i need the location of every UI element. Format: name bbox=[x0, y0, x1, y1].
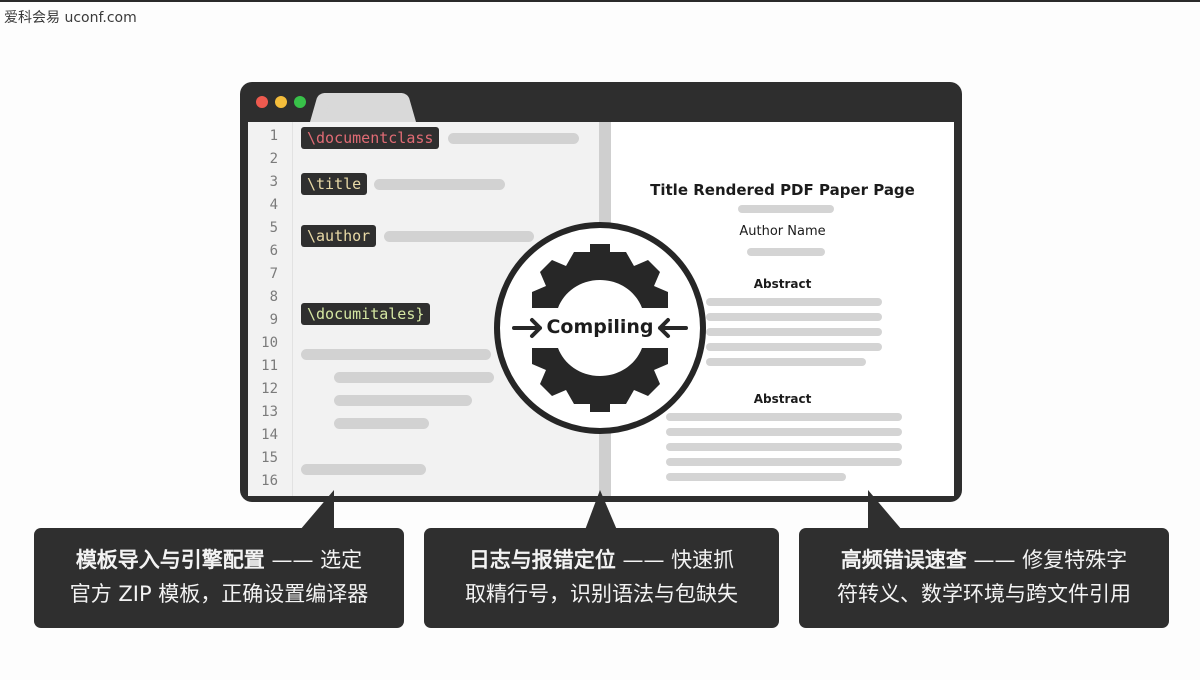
browser-tab[interactable] bbox=[322, 93, 404, 123]
placeholder-bar bbox=[384, 231, 534, 242]
placeholder-bar bbox=[747, 248, 825, 256]
callout-line-2: 符转义、数学环境与跨文件引用 bbox=[837, 582, 1131, 606]
callout-heading: 日志与报错定位 bbox=[468, 548, 616, 572]
placeholder-bar bbox=[666, 428, 902, 436]
pdf-abstract-heading: Abstract bbox=[753, 277, 812, 291]
line-number: 11 bbox=[261, 358, 278, 374]
line-number: 2 bbox=[269, 151, 278, 167]
callout-line-1: 日志与报错定位 —— 快速抓 bbox=[424, 543, 779, 577]
callout-line-2: 官方 ZIP 模板，正确设置编译器 bbox=[69, 582, 369, 606]
window-titlebar bbox=[240, 82, 962, 123]
placeholder-bar bbox=[738, 205, 834, 213]
placeholder-bar bbox=[706, 358, 866, 366]
line-number: 1 bbox=[269, 128, 278, 144]
placeholder-bar bbox=[334, 372, 494, 383]
code-documentclass: \documentclass bbox=[301, 127, 440, 149]
callout-heading: 模板导入与引擎配置 bbox=[75, 548, 265, 572]
maximize-window-dot[interactable] bbox=[294, 96, 306, 108]
compile-label-text: Compiling bbox=[544, 316, 656, 338]
line-number: 14 bbox=[261, 427, 278, 443]
code-author: \author bbox=[301, 225, 377, 247]
line-number: 9 bbox=[269, 312, 278, 328]
placeholder-bar bbox=[666, 443, 902, 451]
placeholder-bar bbox=[706, 328, 882, 336]
pdf-author: Author Name bbox=[739, 224, 826, 239]
placeholder-bar bbox=[374, 179, 505, 190]
placeholder-bar bbox=[334, 395, 472, 406]
placeholder-bar bbox=[666, 458, 902, 466]
placeholder-bar bbox=[706, 298, 882, 306]
compile-badge: Compiling bbox=[494, 222, 706, 434]
pdf-abstract-heading-2: Abstract bbox=[753, 392, 812, 406]
line-number: 7 bbox=[269, 266, 278, 282]
line-number: 12 bbox=[261, 381, 278, 397]
line-number: 15 bbox=[261, 450, 278, 466]
callout-line-1: 高频错误速查 —— 修复特殊字 bbox=[799, 543, 1169, 577]
code-title: \title bbox=[301, 173, 368, 195]
gutter-divider bbox=[292, 122, 293, 496]
line-number: 13 bbox=[261, 404, 278, 420]
placeholder-bar bbox=[706, 343, 882, 351]
top-rule bbox=[0, 0, 1200, 2]
line-number: 16 bbox=[261, 473, 278, 489]
watermark: 爱科会易 uconf.com bbox=[4, 10, 137, 26]
callout-common-errors: 高频错误速查 —— 修复特殊字 符转义、数学环境与跨文件引用 bbox=[799, 528, 1169, 628]
placeholder-bar bbox=[301, 464, 426, 475]
placeholder-bar bbox=[334, 418, 429, 429]
line-number: 8 bbox=[269, 289, 278, 305]
placeholder-bar bbox=[706, 313, 882, 321]
gear-icon bbox=[512, 244, 688, 412]
code-documitales: \documitales} bbox=[301, 303, 431, 325]
callout-heading: 高频错误速查 bbox=[840, 548, 967, 572]
line-number: 6 bbox=[269, 243, 278, 259]
placeholder-bar bbox=[448, 133, 579, 144]
line-number: 5 bbox=[269, 220, 278, 236]
pdf-title: Title Rendered PDF Paper Page bbox=[650, 181, 915, 199]
callout-text: —— 选定 bbox=[264, 548, 363, 572]
placeholder-bar bbox=[666, 473, 846, 481]
callout-text: —— 快速抓 bbox=[615, 548, 735, 572]
callout-log-errors: 日志与报错定位 —— 快速抓 取精行号，识别语法与包缺失 bbox=[424, 528, 779, 628]
callout-line-2: 取精行号，识别语法与包缺失 bbox=[465, 582, 738, 606]
callout-line-1: 模板导入与引擎配置 —— 选定 bbox=[34, 543, 404, 577]
callout-template-engine: 模板导入与引擎配置 —— 选定 官方 ZIP 模板，正确设置编译器 bbox=[34, 528, 404, 628]
minimize-window-dot[interactable] bbox=[275, 96, 287, 108]
compile-label: Compiling bbox=[494, 316, 706, 338]
line-number: 10 bbox=[261, 335, 278, 351]
placeholder-bar bbox=[301, 349, 491, 360]
callout-text: —— 修复特殊字 bbox=[966, 548, 1128, 572]
close-window-dot[interactable] bbox=[256, 96, 268, 108]
line-number: 4 bbox=[269, 197, 278, 213]
line-number: 3 bbox=[269, 174, 278, 190]
placeholder-bar bbox=[666, 413, 902, 421]
